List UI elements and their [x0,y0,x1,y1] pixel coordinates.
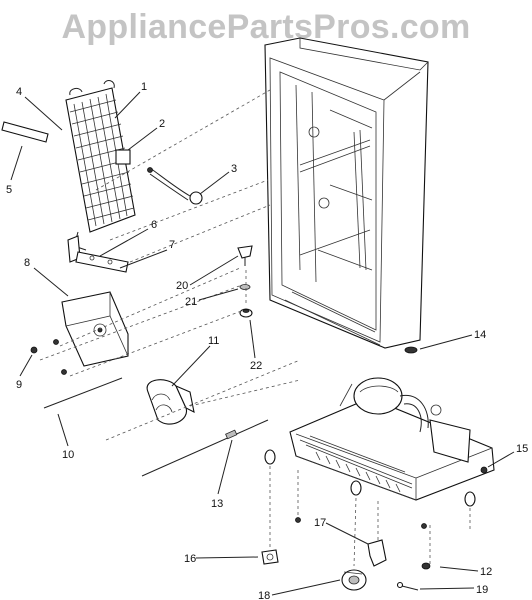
valve-fitting [237,245,253,318]
adjustment-bolt [421,562,431,570]
callout-14: 14 [474,329,486,341]
callout-1: 1 [141,81,147,93]
assembly-guide-lines [39,89,471,567]
callout-7: 7 [169,239,175,251]
callout-13: 13 [211,498,223,510]
callout-21: 21 [185,296,197,308]
callout-3: 3 [231,163,237,175]
callout-11: 11 [208,335,219,347]
leveling-foot [404,346,418,354]
roller-pin [401,585,419,591]
callout-5: 5 [6,184,12,196]
watermark-logo: AppliancePartsPros.com [61,8,471,46]
callout-8: 8 [24,257,30,269]
fan-bracket [61,291,129,367]
callout-2: 2 [159,118,165,130]
front-roller [341,569,367,591]
wire-harness [147,167,203,205]
callout-9: 9 [16,379,22,391]
refrigerator-cabinet [264,37,429,349]
drain-tube-assembly [67,235,129,273]
rod-clip [225,429,238,440]
callout-12: 12 [480,566,492,578]
roller-bracket [367,539,387,567]
callout-10: 10 [62,449,74,461]
condenser-coil [65,80,136,251]
callout-labels: 1 2 3 4 5 6 7 8 9 10 11 12 13 14 15 16 1… [6,81,528,600]
base-screw [480,466,488,474]
callout-6: 6 [151,219,157,231]
callout-17: 17 [314,517,326,529]
seal-strip [1,121,49,143]
drain-hose [146,379,195,425]
screws [30,339,67,375]
rollers [261,449,476,565]
callout-16: 16 [184,553,196,565]
leader-lines [10,91,515,596]
callout-4: 4 [16,86,22,98]
compressor-base-assembly [289,377,495,501]
callout-18: 18 [258,590,270,600]
callout-19: 19 [476,584,488,596]
support-rod [43,377,123,409]
cross-rod [141,419,269,477]
callout-20: 20 [176,280,188,292]
callout-15: 15 [516,443,528,455]
callout-22: 22 [250,360,262,372]
